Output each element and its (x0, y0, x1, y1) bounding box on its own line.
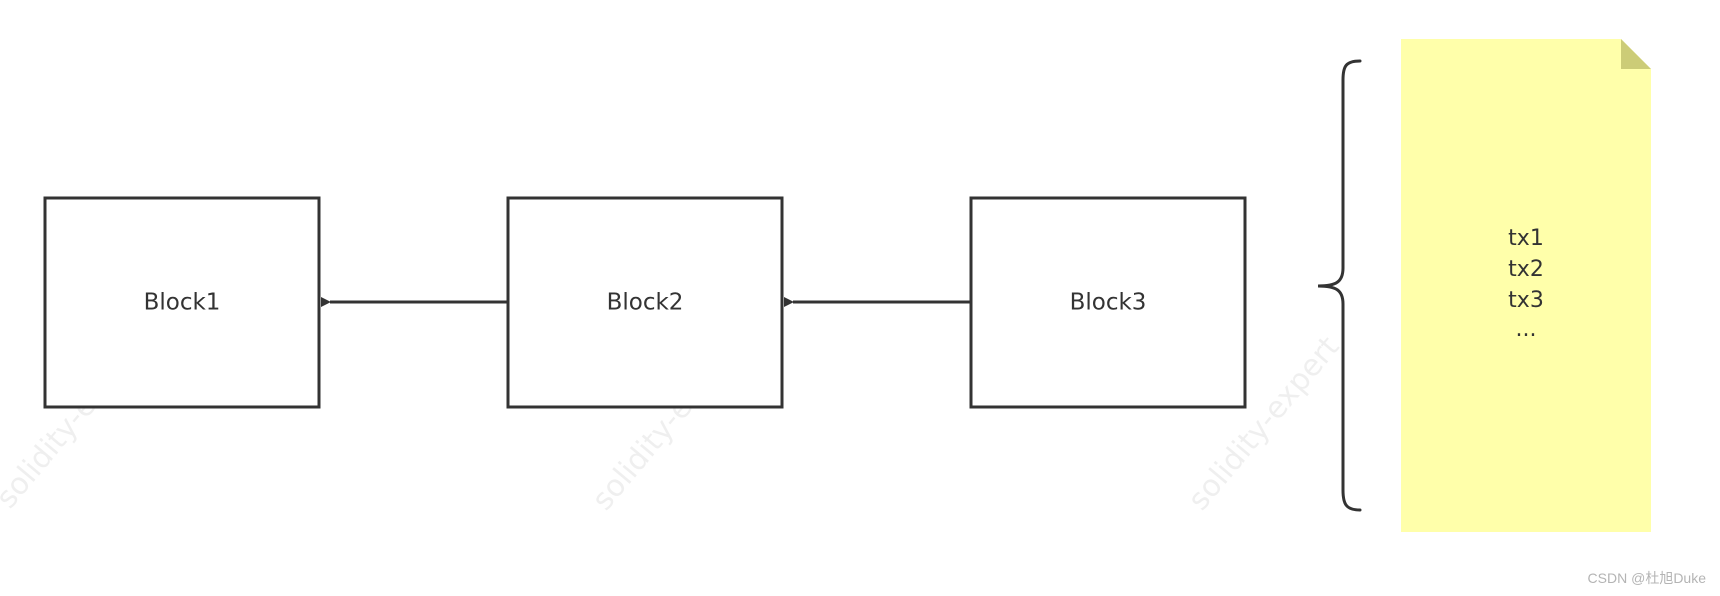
source-credit: CSDN @杜旭Duke (1587, 570, 1706, 586)
transaction-note[interactable]: tx1 tx2 tx3 ... (1401, 39, 1651, 532)
block-label-2: Block2 (607, 290, 684, 316)
note-fold (1621, 39, 1651, 69)
curly-brace (1317, 59, 1362, 512)
block-label-3: Block3 (1070, 290, 1147, 316)
tx-item-3: tx3 (1508, 288, 1544, 313)
note-body (1401, 39, 1651, 532)
block-node-2[interactable]: Block2 (506, 196, 784, 409)
block-node-1[interactable]: Block1 (43, 196, 321, 409)
block-node-3[interactable]: Block3 (969, 196, 1247, 409)
block-label-1: Block1 (144, 290, 221, 316)
tx-item-2: tx2 (1508, 257, 1544, 282)
tx-item-1: tx1 (1508, 226, 1544, 251)
tx-item-ellipsis: ... (1516, 317, 1537, 342)
